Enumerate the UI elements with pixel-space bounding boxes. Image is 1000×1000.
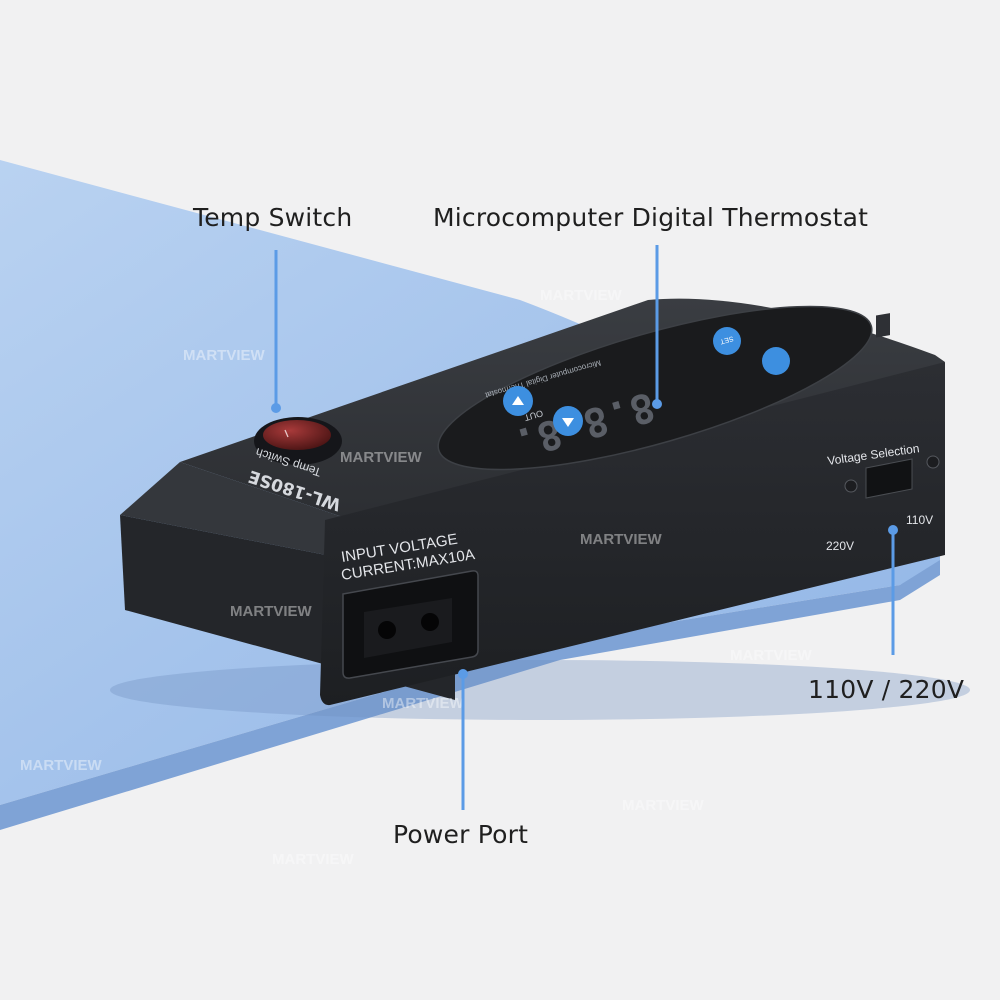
- screw-icon: [926, 455, 940, 469]
- voltage-110-label: 110V: [906, 513, 933, 527]
- blue-mat-edge: [0, 560, 940, 830]
- voltage-selector-switch[interactable]: [865, 313, 913, 499]
- callout-power-port: Power Port: [393, 820, 529, 849]
- power-port-pin-left: [378, 621, 396, 639]
- thermostat-panel: [437, 305, 873, 471]
- thermostat-up-button[interactable]: [503, 386, 533, 416]
- thermostat-mode-button[interactable]: [762, 347, 790, 375]
- watermark-text: MARTVIEW: [580, 531, 663, 548]
- watermark-text: MARTVIEW: [730, 647, 813, 664]
- callout-voltage: 110V / 220V: [808, 675, 965, 704]
- temp-switch[interactable]: [254, 417, 342, 465]
- callout-dot-power-port: [458, 669, 468, 679]
- watermark-group: MARTVIEW MARTVIEW MARTVIEW MARTVIEW MART…: [20, 287, 813, 868]
- screw-icon: [844, 479, 858, 493]
- callout-temp-switch: Temp Switch: [193, 203, 353, 232]
- watermark-text: MARTVIEW: [230, 603, 313, 620]
- watermark-text: MARTVIEW: [340, 449, 423, 466]
- power-port-pin-right: [421, 613, 439, 631]
- callout-dot-thermostat: [652, 399, 662, 409]
- callout-lines: [271, 245, 898, 810]
- thermostat-down-button[interactable]: [553, 406, 583, 436]
- voltage-selector-knob: [876, 313, 890, 338]
- watermark-text: MARTVIEW: [382, 695, 465, 712]
- callout-thermostat: Microcomputer Digital Thermostat: [433, 203, 869, 232]
- power-port[interactable]: [342, 570, 479, 679]
- watermark-text: MARTVIEW: [20, 757, 103, 774]
- callout-dot-voltage: [888, 525, 898, 535]
- set-button-label: SET: [718, 334, 734, 345]
- watermark-text: MARTVIEW: [183, 347, 266, 364]
- thermostat-set-button[interactable]: SET: [713, 327, 741, 355]
- voltage-220-label: 220V: [826, 539, 854, 553]
- watermark-text: MARTVIEW: [272, 851, 355, 868]
- watermark-text: MARTVIEW: [540, 287, 623, 304]
- watermark-text: MARTVIEW: [622, 797, 705, 814]
- callout-dot-temp-switch: [271, 403, 281, 413]
